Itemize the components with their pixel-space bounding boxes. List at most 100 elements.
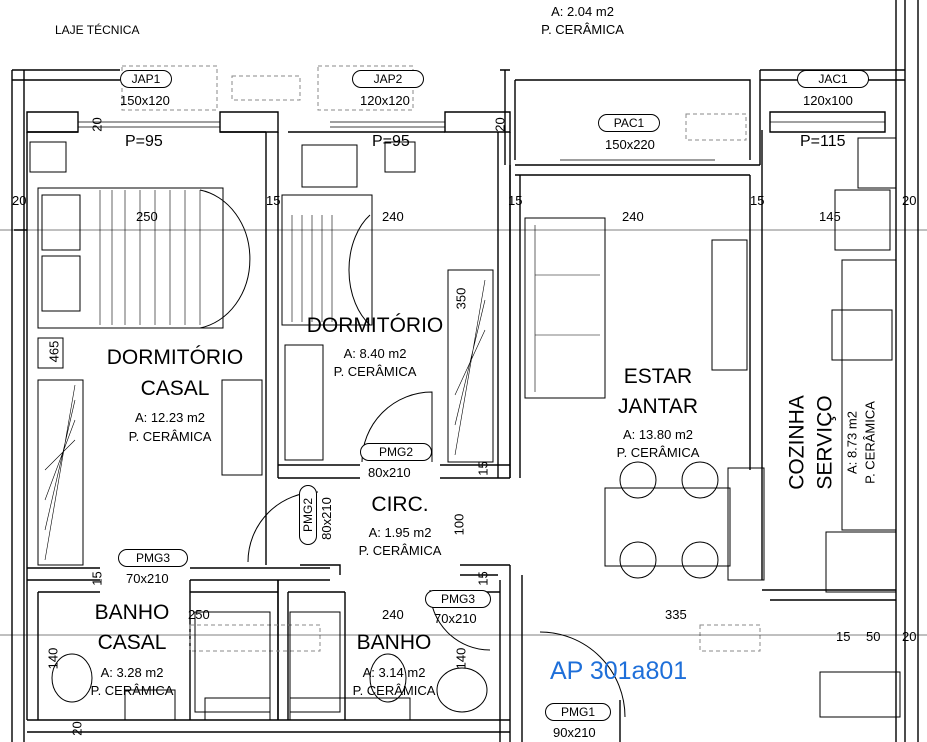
wall-living-left bbox=[509, 165, 523, 742]
bed-dorm-lines bbox=[291, 215, 333, 322]
bed-casal-blanket bbox=[99, 190, 201, 325]
jap2-size: 120x120 bbox=[360, 93, 410, 108]
jap2-sill: P=95 bbox=[372, 133, 410, 150]
room-dorm-casal-name1: DORMITÓRIO bbox=[106, 346, 244, 369]
dim-20-top-mid: 20 bbox=[492, 117, 508, 132]
dim-240-b: 240 bbox=[622, 209, 644, 224]
balcony-finish: P. CERÂMICA bbox=[541, 22, 624, 37]
sink-kitchen bbox=[857, 137, 897, 189]
tv-stand bbox=[711, 239, 748, 371]
dim-15-bottom: 15 bbox=[836, 629, 851, 644]
shaft-2 bbox=[289, 697, 411, 721]
dim-145: 145 bbox=[819, 209, 841, 224]
pac1-size: 150x220 bbox=[605, 137, 655, 152]
bed-dorm-arc bbox=[348, 214, 371, 326]
room-banho-casal-finish: P. CERÂMICA bbox=[90, 683, 174, 698]
dim-250: 250 bbox=[136, 209, 158, 224]
room-banho-casal-area: A: 3.28 m2 bbox=[100, 665, 164, 680]
apartment-label: AP 301a801 bbox=[550, 657, 688, 685]
wall-casal-bottom bbox=[27, 567, 330, 581]
sink-casal bbox=[124, 689, 176, 721]
room-circ-area: A: 1.95 m2 bbox=[368, 525, 432, 540]
wall-casal-right bbox=[265, 132, 279, 565]
dim-20-left: 20 bbox=[12, 193, 27, 208]
dim-20-bottom: 20 bbox=[69, 721, 85, 736]
kitchen-counter bbox=[841, 259, 897, 531]
shower-casal bbox=[194, 611, 271, 713]
dim-140-a: 140 bbox=[45, 647, 61, 670]
room-banho-casal-name1: BANHO bbox=[94, 601, 170, 624]
jap1-sill: P=95 bbox=[125, 133, 163, 150]
dim-15-circ: 15 bbox=[475, 461, 491, 476]
ac-unit-living bbox=[699, 624, 761, 652]
sink-banho bbox=[436, 667, 488, 713]
dim-20-top-left: 20 bbox=[89, 117, 105, 132]
nightstand-dorm bbox=[384, 141, 416, 173]
ac-unit-1 bbox=[121, 65, 218, 111]
pmg3-b-size: 70x210 bbox=[434, 611, 477, 626]
ac-unit-2 bbox=[231, 75, 301, 101]
room-dorm-casal-area: A: 12.23 m2 bbox=[134, 410, 206, 425]
pmg3-a-size: 70x210 bbox=[126, 571, 169, 586]
chair-4 bbox=[681, 541, 719, 579]
dim-335: 335 bbox=[665, 607, 687, 622]
room-dorm-casal-name2: CASAL bbox=[140, 377, 210, 400]
room-banho-finish: P. CERÂMICA bbox=[352, 683, 436, 698]
tag-pmg1: PMG1 bbox=[545, 703, 611, 721]
laje-label: LAJE TÉCNICA bbox=[55, 23, 140, 37]
bed-casal bbox=[37, 187, 224, 329]
dim-250-bath: 250 bbox=[188, 607, 210, 622]
wall-living-top bbox=[515, 164, 760, 176]
chair-1 bbox=[619, 461, 657, 499]
room-estar-name2: JANTAR bbox=[617, 395, 699, 418]
wall-dorm-right bbox=[497, 132, 511, 478]
dining-table bbox=[604, 487, 731, 567]
wall-living-right bbox=[749, 130, 763, 580]
room-circ-name: CIRC. bbox=[371, 493, 429, 516]
window-jap2 bbox=[330, 121, 445, 128]
dim-50: 50 bbox=[866, 629, 881, 644]
room-dorm-name: DORMITÓRIO bbox=[306, 314, 444, 337]
wall-kitchen-bottom bbox=[762, 589, 896, 601]
sofa bbox=[524, 217, 606, 399]
wardrobe-casal-hatch bbox=[44, 384, 76, 561]
window-jap1 bbox=[78, 121, 220, 128]
dim-20-bottom-right: 20 bbox=[902, 629, 917, 644]
wall-bottom bbox=[27, 700, 621, 742]
room-dorm-finish: P. CERÂMICA bbox=[333, 364, 417, 379]
room-cozinha-name2: SERVIÇO bbox=[813, 395, 837, 490]
dim-20-right: 20 bbox=[902, 193, 917, 208]
pillow-1 bbox=[41, 194, 81, 251]
shaft-1 bbox=[204, 697, 271, 721]
dim-240-bath: 240 bbox=[382, 607, 404, 622]
wall-top-balcony bbox=[504, 70, 761, 165]
wall-outer-left bbox=[11, 70, 25, 742]
stove bbox=[831, 309, 893, 361]
room-circ-finish: P. CERÂMICA bbox=[358, 543, 442, 558]
room-estar-name1: ESTAR bbox=[623, 365, 693, 388]
chair-2 bbox=[681, 461, 719, 499]
jac1-sill: P=115 bbox=[800, 133, 846, 150]
room-cozinha-area: A: 8.73 m2 bbox=[844, 411, 860, 474]
jac1-size: 120x100 bbox=[803, 93, 853, 108]
chair-3 bbox=[619, 541, 657, 579]
tag-jap2: JAP2 bbox=[352, 70, 424, 88]
tag-pac1: PAC1 bbox=[598, 114, 660, 132]
door-swing-pmg1 bbox=[539, 631, 626, 718]
dim-140-b: 140 bbox=[453, 647, 469, 670]
tag-pmg2-a: PMG2 bbox=[360, 443, 432, 461]
pmg1-size: 90x210 bbox=[553, 725, 596, 740]
tag-pmg2-b: PMG2 bbox=[299, 485, 317, 545]
room-banho-name: BANHO bbox=[356, 631, 432, 654]
wardrobe-casal bbox=[37, 379, 84, 566]
dim-240-a: 240 bbox=[382, 209, 404, 224]
room-cozinha-finish: P. CERÂMICA bbox=[862, 401, 878, 484]
water-heater bbox=[819, 671, 901, 718]
pmg2-a-size: 80x210 bbox=[368, 465, 411, 480]
tag-jap1: JAP1 bbox=[120, 70, 172, 88]
wall-bath-divider bbox=[189, 580, 346, 720]
pmg2-b-size: 80x210 bbox=[318, 497, 334, 540]
tag-pmg3-a: PMG3 bbox=[118, 549, 188, 567]
